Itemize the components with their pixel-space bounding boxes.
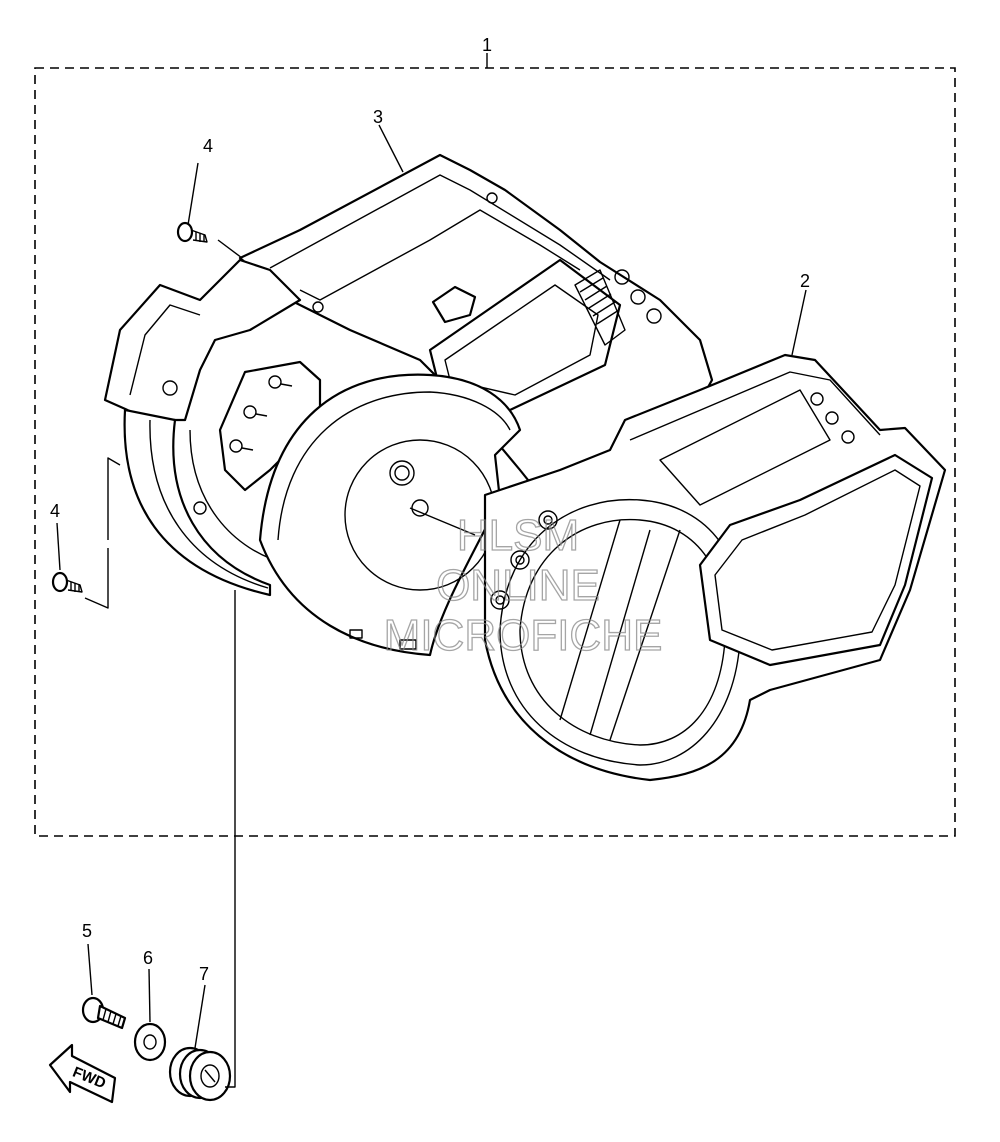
leader-lines [56,124,807,1088]
screw-part-4-upper [176,221,208,243]
fwd-direction-arrow: FWD [48,1043,117,1104]
callout-labels: 1 2 3 4 4 5 6 7 [50,35,810,984]
meter-case-part-3 [103,153,714,657]
bolt-part-5 [81,996,127,1030]
callout-6: 6 [143,948,153,968]
callout-4-upper: 4 [203,136,213,156]
callout-3: 3 [373,107,383,127]
washer-part-6 [133,1022,167,1062]
callout-2: 2 [800,271,810,291]
callout-1: 1 [482,35,492,55]
callout-5: 5 [82,921,92,941]
screw-part-4-lower [51,571,83,593]
grommet-part-7 [168,1046,232,1102]
assembly-boundary [34,53,956,837]
watermark-line-3: MICROFICHE [384,611,663,660]
callout-7: 7 [199,964,209,984]
watermark: HLSM ONLINE MICROFICHE [383,510,663,660]
callout-4-lower: 4 [50,501,60,521]
watermark-line-1: HLSM [457,511,579,560]
watermark-line-2: ONLINE [436,561,600,610]
meter-lens-part-2 [483,353,947,782]
